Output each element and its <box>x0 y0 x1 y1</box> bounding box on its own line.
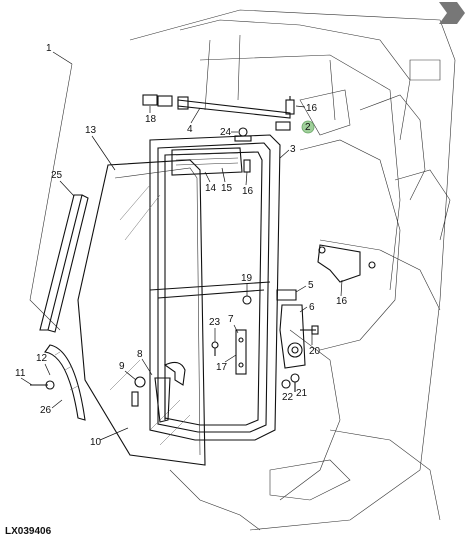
callout-25: 24 <box>220 127 232 138</box>
callout-18: 17 <box>216 362 228 373</box>
callout-6: 6 <box>309 302 315 313</box>
part-14-seal <box>171 147 243 176</box>
part-21-screw <box>300 325 319 335</box>
part-17-hinge <box>317 244 376 283</box>
callout-21: 20 <box>309 346 321 357</box>
part-16-top-fastener <box>285 96 295 115</box>
callout-13: 13 <box>85 125 97 136</box>
callout-1: 1 <box>46 43 52 54</box>
part-19-hinge <box>142 94 173 107</box>
part-27-fender <box>44 344 86 421</box>
part-6-striker <box>279 304 306 369</box>
part-13-glass <box>77 159 206 466</box>
arrow-tab-icon[interactable] <box>437 0 467 26</box>
door-frame <box>149 134 281 441</box>
part-23-washer <box>281 379 291 389</box>
callout-22: 21 <box>296 388 308 399</box>
callout-2: 2 <box>305 122 311 133</box>
callout-26: 25 <box>51 170 63 181</box>
callout-16-mid: 16 <box>242 186 254 197</box>
callout-14: 14 <box>205 183 217 194</box>
part-24-pin <box>211 341 219 356</box>
cab-frame <box>129 9 456 531</box>
part-25-washer <box>234 127 252 142</box>
callout-3: 3 <box>290 144 296 155</box>
callout-7: 7 <box>228 314 234 325</box>
callout-17: 16 <box>336 296 348 307</box>
part-8-handle <box>154 361 186 423</box>
callout-24: 23 <box>209 317 221 328</box>
part-7-latch-plate <box>235 329 247 375</box>
callout-5: 5 <box>308 280 314 291</box>
callout-20: 19 <box>241 273 253 284</box>
part-26-strip <box>39 194 89 333</box>
callout-23: 22 <box>282 392 294 403</box>
callout-10: 10 <box>90 437 102 448</box>
figure-id: LX039406 <box>5 526 52 537</box>
part-20-washer <box>242 295 252 305</box>
callout-16-top: 16 <box>306 103 318 114</box>
part-5-bracket <box>276 289 297 301</box>
callout-12: 12 <box>36 353 48 364</box>
part-9-lock-key <box>131 376 146 407</box>
callout-4: 4 <box>187 124 193 135</box>
callout-8: 8 <box>137 349 143 360</box>
part-16-mid-fastener <box>243 159 251 173</box>
callout-9: 9 <box>119 361 125 372</box>
part-22-bolt <box>290 373 300 392</box>
callout-27: 26 <box>40 405 52 416</box>
part-11-bolt <box>30 380 55 390</box>
callout-11: 11 <box>15 368 26 379</box>
callout-15: 15 <box>221 183 233 194</box>
part-2-highlight <box>275 120 315 134</box>
callout-19: 18 <box>145 114 157 125</box>
part-4-rod <box>177 96 291 119</box>
